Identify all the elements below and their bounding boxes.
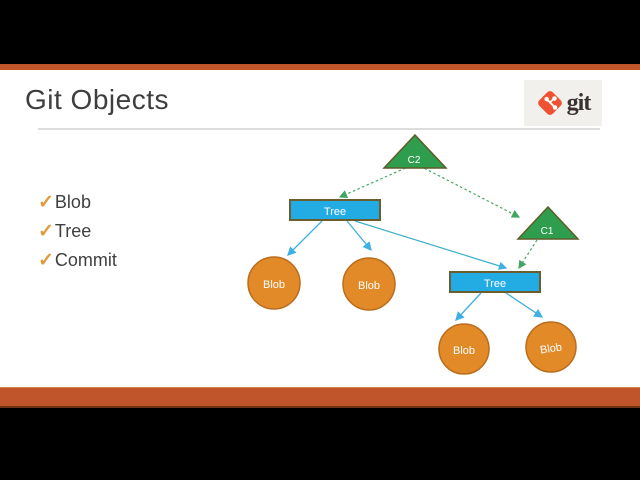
bullet-list: ✓Blob ✓Tree ✓Commit <box>38 188 117 275</box>
git-logo: git <box>524 80 602 126</box>
checkmark-icon: ✓ <box>38 221 54 242</box>
bullet-label: Blob <box>54 192 91 212</box>
bullet-label: Tree <box>54 221 92 241</box>
git-diamond-icon <box>537 91 562 115</box>
title-divider <box>38 128 600 130</box>
slide-bottom-accent-bar <box>0 387 640 408</box>
bullet-item-blob: ✓Blob <box>38 188 117 217</box>
bullet-item-commit: ✓Commit <box>38 246 117 275</box>
git-wordmark: git <box>566 89 592 116</box>
bullet-label: Commit <box>54 250 117 270</box>
checkmark-icon: ✓ <box>38 250 54 271</box>
slide-top-accent-bar <box>0 64 640 70</box>
page-title: Git Objects <box>25 84 169 115</box>
checkmark-icon: ✓ <box>38 192 54 213</box>
bullet-item-tree: ✓Tree <box>38 217 117 246</box>
